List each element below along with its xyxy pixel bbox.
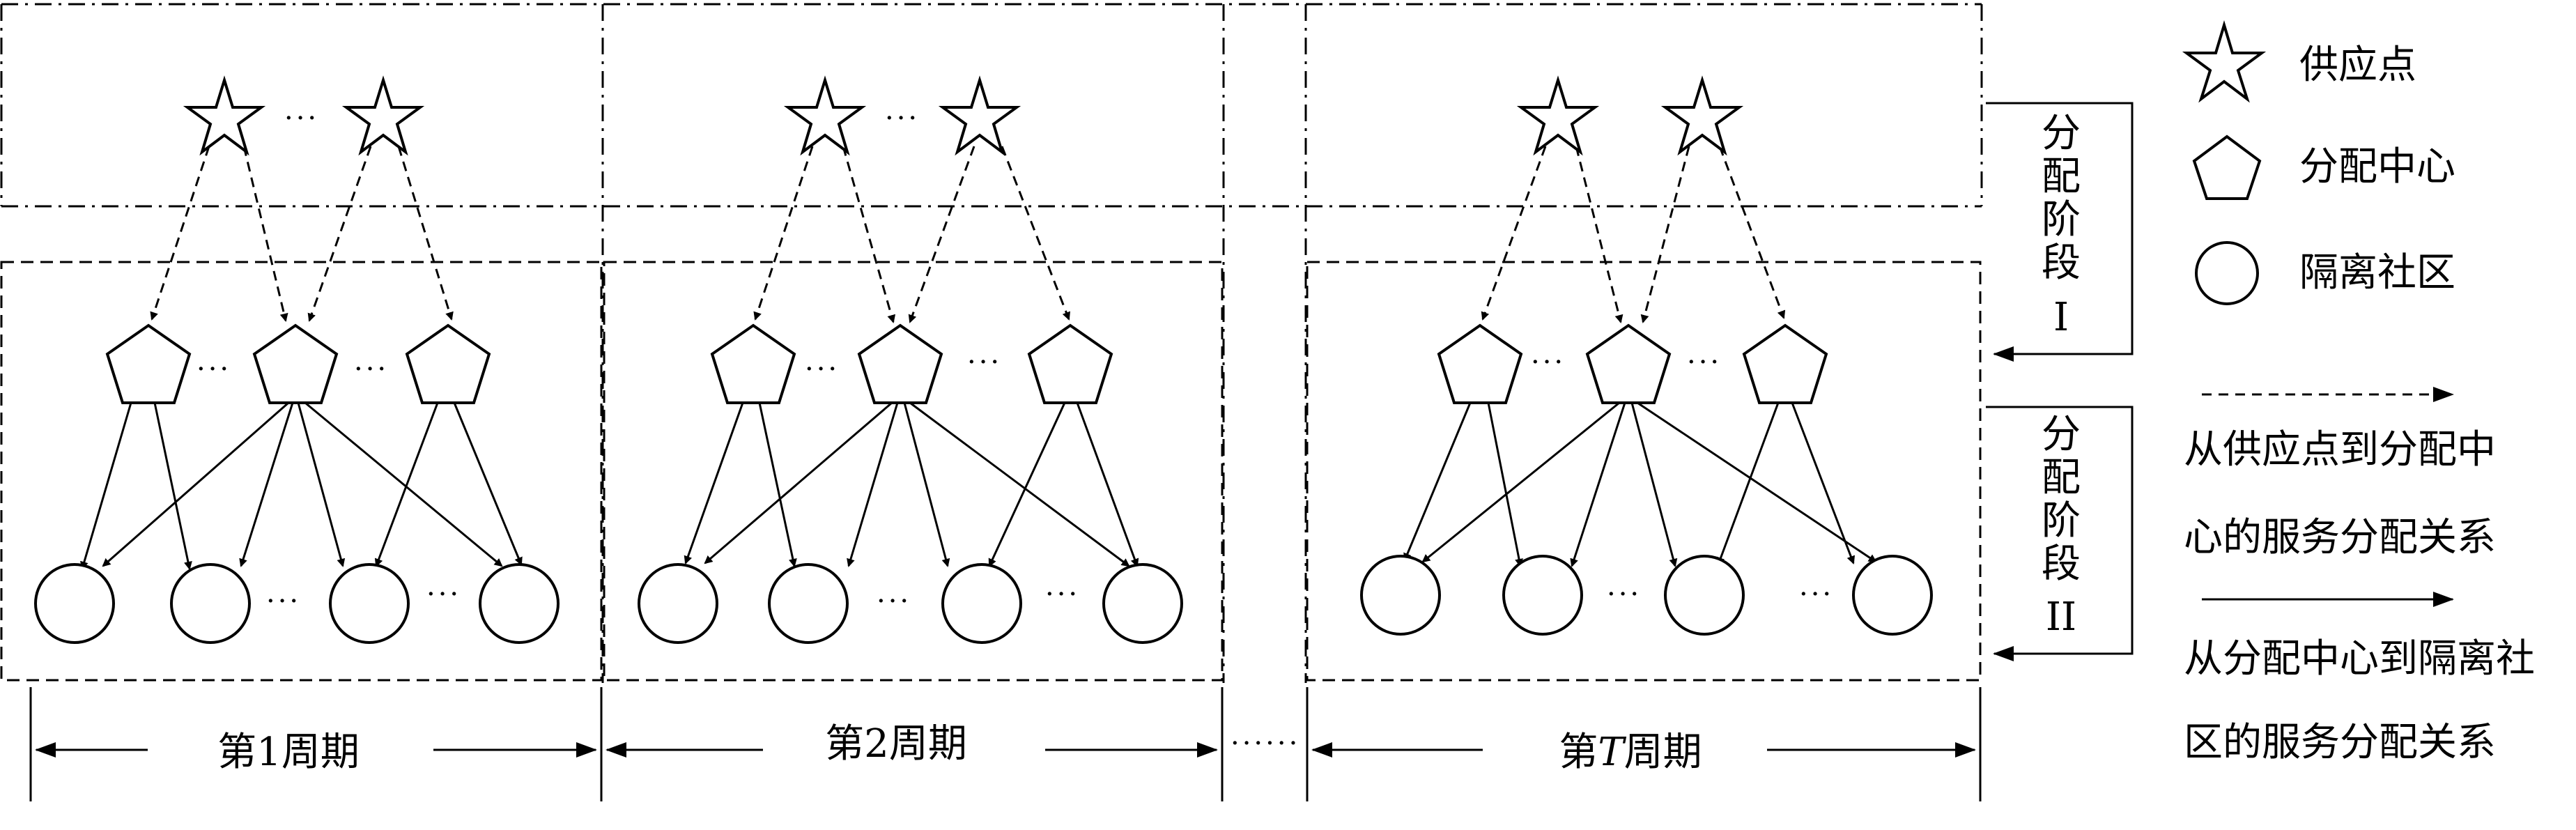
pentagon-icon: [1585, 323, 1672, 404]
star-icon: [2182, 20, 2267, 103]
svg-text:段: 段: [2042, 541, 2081, 587]
circle-icon: [1360, 555, 1441, 636]
circle-icon: [2195, 241, 2259, 305]
period-t-network: ··· ··· ··· ···: [1360, 75, 1933, 636]
svg-text:分: 分: [2042, 111, 2081, 156]
legend-dashed-relation-2: 心的服务分配关系: [2184, 515, 2496, 560]
legend-dashed-relation-1: 从供应点到分配中: [2184, 427, 2496, 472]
star-icon: [1660, 75, 1744, 156]
star-icon: [783, 75, 867, 156]
ellipsis: ···: [1045, 578, 1080, 610]
ellipsis: ···: [354, 353, 389, 385]
ellipsis: ···: [284, 102, 319, 135]
ellipsis: ···: [1531, 346, 1566, 378]
pentagon-icon: [1742, 323, 1828, 404]
circle-icon: [768, 563, 849, 644]
period-2-network: ··· ··· ··· ··· ···: [638, 75, 1183, 644]
legend-isolation-community: 隔离社区: [2299, 250, 2455, 295]
svg-text:II: II: [2046, 594, 2076, 640]
svg-text:段: 段: [2042, 240, 2081, 286]
legend-solid-relation-1: 从分配中心到隔离社: [2184, 636, 2535, 682]
ellipsis: ···: [1607, 578, 1642, 610]
legend: 供应点 分配中心 隔离社区 从供应点到分配中 心的服务分配关系 从分配中心到隔离…: [2182, 20, 2535, 765]
circle-icon: [34, 563, 115, 644]
svg-text:阶: 阶: [2042, 197, 2081, 243]
ellipsis: ···: [426, 578, 461, 610]
circle-icon: [1664, 555, 1745, 636]
pentagon-icon: [1027, 323, 1113, 404]
legend-supply-point: 供应点: [2299, 43, 2416, 88]
legend-distribution-center: 分配中心: [2299, 144, 2455, 190]
svg-text:配: 配: [2042, 154, 2081, 199]
ellipsis: ···: [1687, 346, 1722, 378]
circle-icon: [170, 563, 251, 644]
star-icon: [938, 75, 1021, 156]
ellipsis: ···: [877, 585, 911, 617]
svg-text:I: I: [2053, 295, 2069, 340]
circle-icon: [1102, 563, 1183, 644]
pentagon-icon: [2192, 135, 2262, 200]
circle-icon: [941, 563, 1022, 644]
period-gap-ellipsis: ······: [1231, 728, 1300, 760]
svg-text:阶: 阶: [2042, 498, 2081, 544]
pentagon-icon: [405, 323, 491, 404]
circle-icon: [479, 563, 560, 644]
pentagon-icon: [105, 323, 192, 404]
stage-2-label: 分 配 阶 段 II: [2042, 412, 2081, 640]
pentagon-icon: [1437, 323, 1523, 404]
pentagon-icon: [252, 323, 339, 404]
ellipsis: ···: [196, 353, 231, 385]
star-icon: [183, 75, 266, 156]
svg-text:配: 配: [2042, 455, 2081, 500]
star-icon: [1516, 75, 1600, 156]
ellipsis: ···: [967, 346, 1002, 378]
stage-1-label: 分 配 阶 段 I: [2042, 111, 2081, 340]
ellipsis: ···: [805, 353, 840, 385]
svg-text:分: 分: [2042, 412, 2081, 457]
period-timeline: 第1周期 第2周期 ······ 第T周期: [29, 687, 1982, 801]
circle-icon: [1852, 555, 1933, 636]
legend-solid-relation-2: 区的服务分配关系: [2184, 720, 2496, 765]
period-t-label: 第T周期: [1559, 730, 1702, 775]
supply-point-layer: [0, 3, 1983, 683]
ellipsis: ···: [1799, 578, 1834, 610]
stage-brackets: 分 配 阶 段 I 分 配 阶 段 II: [1986, 102, 2134, 661]
star-icon: [341, 75, 425, 156]
circle-icon: [329, 563, 410, 644]
pentagon-icon: [857, 323, 943, 404]
pentagon-icon: [710, 323, 796, 404]
period-1-label: 第1周期: [217, 730, 360, 775]
circle-icon: [638, 563, 718, 644]
circle-icon: [1502, 555, 1583, 636]
ellipsis: ···: [266, 585, 301, 617]
ellipsis: ···: [885, 102, 920, 135]
allocation-layer: [0, 261, 1982, 682]
period-1-network: ··· ··· ··· ··· ···: [34, 75, 560, 644]
period-2-label: 第2周期: [825, 721, 967, 767]
